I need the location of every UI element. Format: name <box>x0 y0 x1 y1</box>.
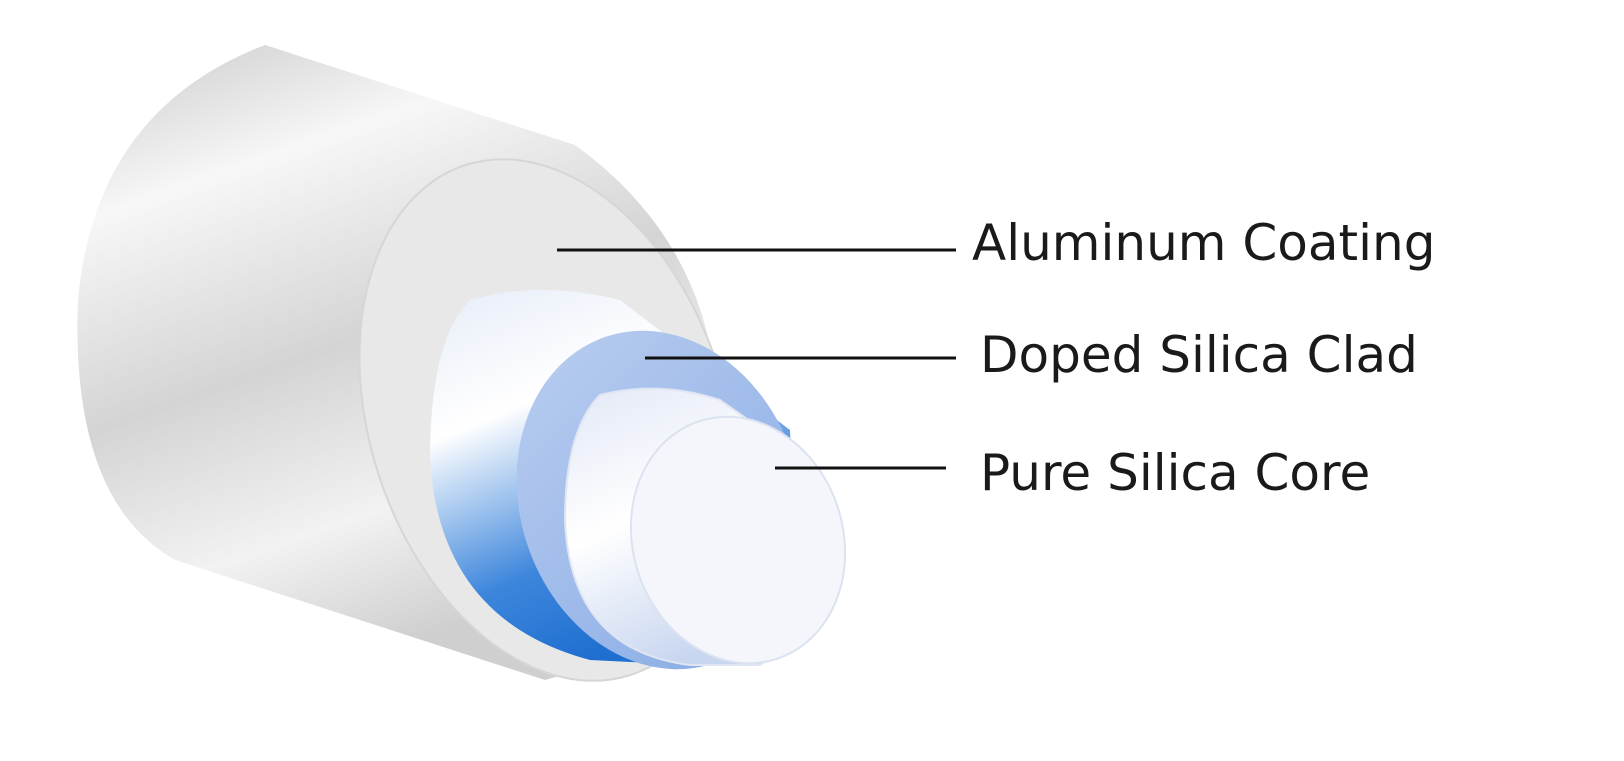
label-doped-silica-clad: Doped Silica Clad <box>980 326 1418 384</box>
label-aluminum-coating: Aluminum Coating <box>972 214 1436 272</box>
pure-silica-core-face <box>629 415 847 665</box>
label-pure-silica-core: Pure Silica Core <box>980 444 1371 502</box>
